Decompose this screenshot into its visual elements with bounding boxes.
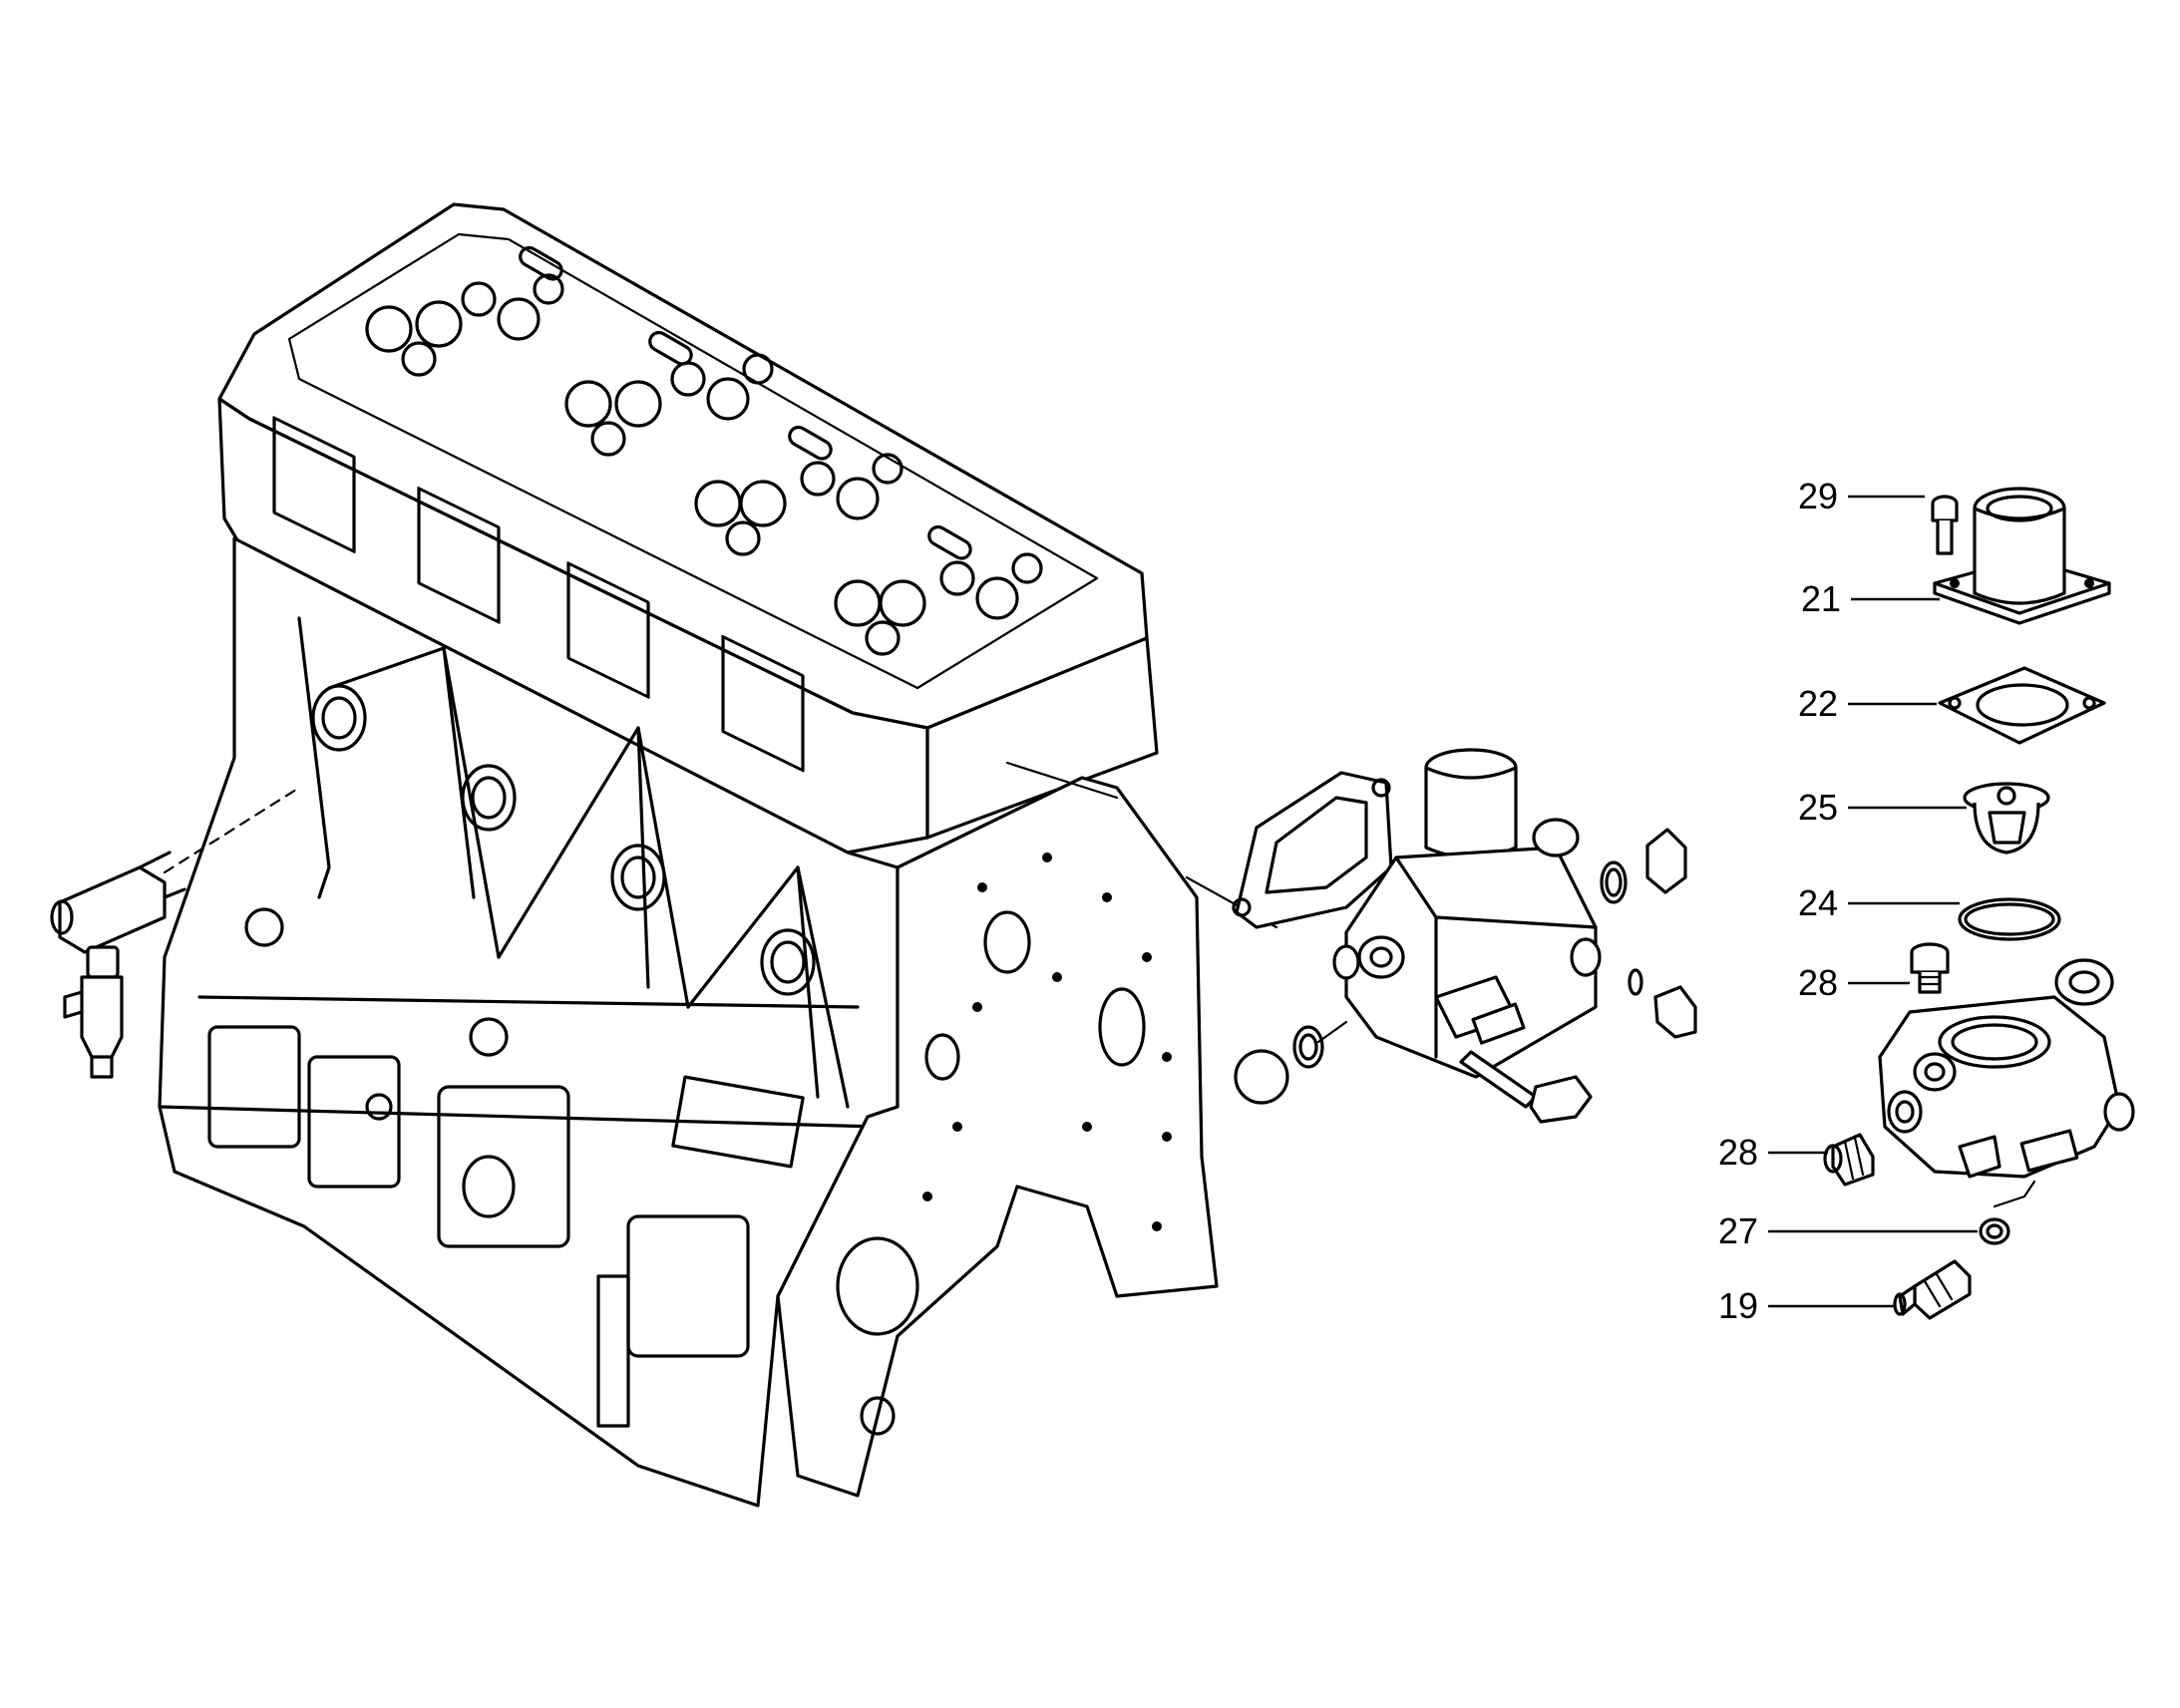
svg-text:28: 28: [1718, 1132, 1758, 1173]
callout-24: 24: [1798, 882, 1960, 923]
part-21-thermostat-cover: [1933, 487, 2111, 625]
part-25-thermostat: [1963, 782, 2050, 854]
callout-27: 27: [1718, 1210, 1978, 1251]
exploded-parts: [1823, 487, 2135, 1320]
bearing-bores: [311, 684, 816, 996]
svg-text:19: 19: [1718, 1285, 1758, 1326]
callout-19: 19: [1718, 1285, 1895, 1326]
callout-25: 25: [1798, 787, 1967, 828]
exploded-housing: [1878, 958, 2135, 1179]
part-27-washer: [1979, 1217, 2010, 1245]
part-22-gasket: [1938, 666, 2106, 745]
part-28-plug-side: [1823, 1133, 1875, 1187]
center-thermostat-housing: [1232, 748, 1697, 1124]
svg-text:21: 21: [1801, 578, 1841, 619]
rear-plate-holes: [836, 853, 1172, 1436]
head-side-ports: [272, 416, 805, 773]
head-ports: [365, 245, 1043, 656]
part-28-plug-top: [1910, 942, 1950, 994]
block-ribs: [158, 616, 880, 1129]
housing-gasket: [1235, 771, 1393, 929]
callout-22: 22: [1798, 683, 1937, 724]
callout-21: 21: [1801, 578, 1940, 619]
svg-text:28: 28: [1798, 962, 1838, 1003]
part-19-temperature-sensor: [1893, 1259, 1972, 1320]
svg-text:27: 27: [1718, 1210, 1758, 1251]
engine-rear-plate: [776, 776, 1219, 1498]
engine-block-assembly: [50, 202, 1278, 1508]
callout-28-top: 28: [1798, 962, 1910, 1003]
block-lower-pads: [207, 907, 805, 1428]
block-sensor-fittings: [50, 851, 186, 1079]
svg-text:22: 22: [1798, 683, 1838, 724]
part-24-o-ring: [1958, 897, 2061, 941]
svg-text:29: 29: [1798, 476, 1838, 516]
svg-text:24: 24: [1798, 882, 1838, 923]
callout-28-side: 28: [1718, 1132, 1828, 1173]
callouts: 29 21 22 25 24 28 28 27: [1718, 476, 1978, 1326]
part-29-bolt: [1931, 495, 1959, 555]
callout-29: 29: [1798, 476, 1925, 516]
svg-text:25: 25: [1798, 787, 1838, 828]
cylinder-head-end: [925, 636, 1159, 840]
